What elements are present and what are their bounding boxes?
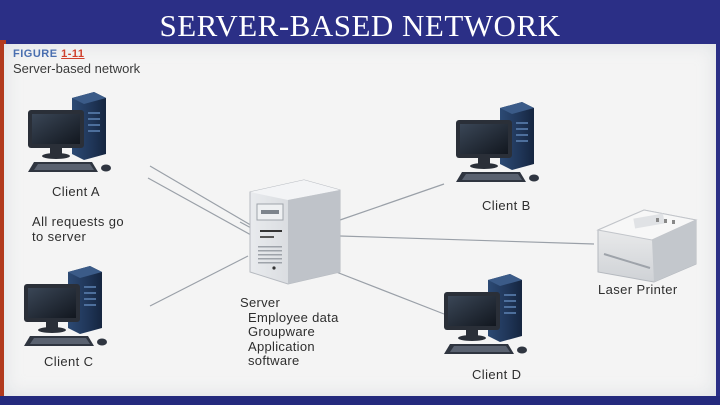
client-b-label: Client B xyxy=(482,198,531,213)
figure-label: FIGURE 1-11 xyxy=(13,48,85,60)
connection-lines xyxy=(147,165,595,315)
link-client-d xyxy=(325,267,445,315)
requests-note-line-1: All requests go xyxy=(32,214,124,229)
link-printer xyxy=(339,235,595,245)
requests-note-line-2: to server xyxy=(32,229,87,244)
figure-number: 1-11 xyxy=(61,48,85,60)
figure-caption: Server-based network xyxy=(13,61,141,76)
link-client-a-lower xyxy=(147,177,261,241)
diagram-scan: FIGURE 1-11 Server-based network Client … xyxy=(4,44,716,396)
client-a-computer-icon xyxy=(28,92,111,172)
slide-title: SERVER-BASED NETWORK xyxy=(159,8,561,43)
requests-note: All requests go to server xyxy=(32,214,124,244)
server-role-3: Application xyxy=(248,338,315,354)
client-c-computer-icon xyxy=(24,266,107,346)
printer-label: Laser Printer xyxy=(598,282,678,297)
link-client-a-upper xyxy=(149,165,267,235)
server-tower-icon xyxy=(249,179,341,285)
client-b-computer-icon xyxy=(456,102,539,182)
laser-printer-icon xyxy=(596,209,698,283)
bottom-accent-bar xyxy=(0,396,720,405)
link-client-c xyxy=(149,255,249,307)
figure-label-prefix: FIGURE xyxy=(13,48,62,60)
server-description: Server Employee data Groupware Applicati… xyxy=(240,295,339,369)
client-c-label: Client C xyxy=(44,354,94,369)
client-a-label: Client A xyxy=(52,184,101,199)
network-diagram xyxy=(24,92,698,354)
server-role-4: software xyxy=(248,353,300,368)
server-role-2: Groupware xyxy=(248,324,316,339)
left-accent-bar xyxy=(0,40,6,405)
server-title: Server xyxy=(240,295,281,310)
client-d-computer-icon xyxy=(444,274,527,354)
link-client-b xyxy=(339,183,445,221)
client-d-label: Client D xyxy=(472,367,522,382)
server-role-1: Employee data xyxy=(248,309,339,325)
